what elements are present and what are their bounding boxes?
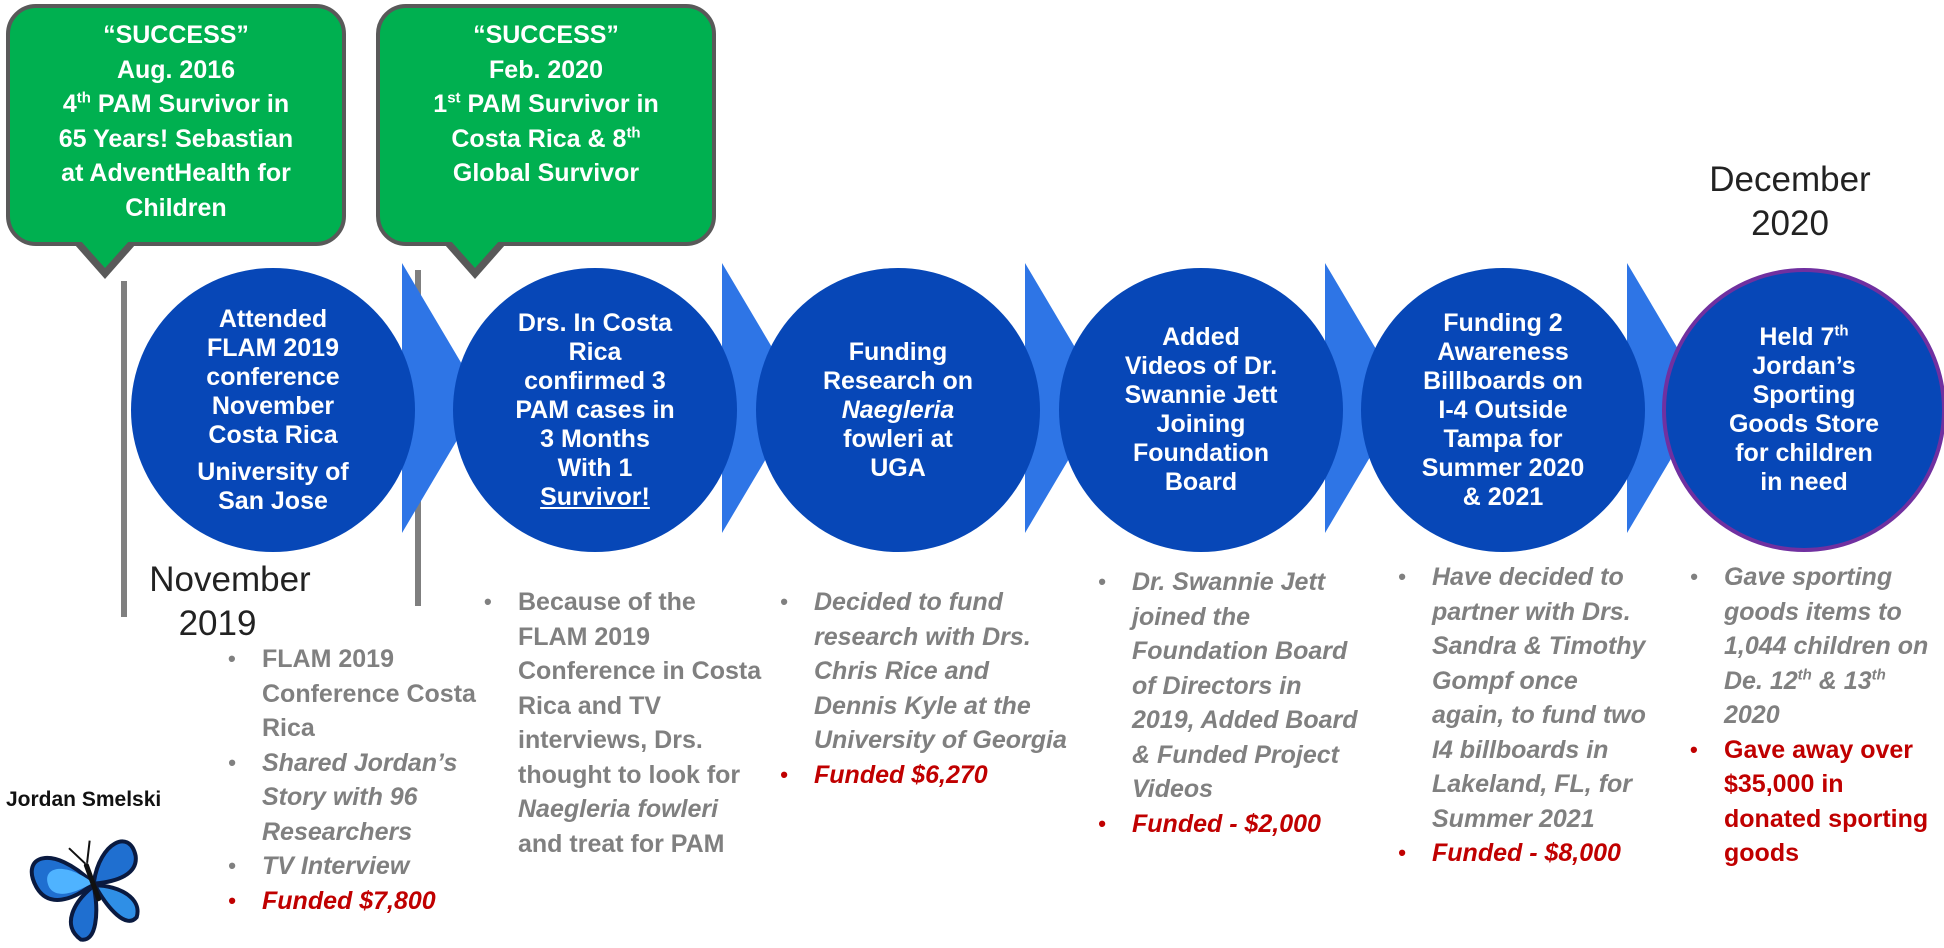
circle-line: Research on [822,366,974,395]
circle-line: Funding [848,337,948,366]
bullets-costa-rica: Because of the FLAM 2019 Conference in C… [480,585,762,861]
bullet-item: FLAM 2019 Conference Costa Rica [224,642,494,746]
end-date-year: 2020 [1751,204,1829,243]
circle-line: Held 7th [1759,322,1849,351]
callout-line: Costa Rica & 8th [451,124,641,153]
funded-amount: Funded $6,270 [776,758,1076,793]
start-date-year: 2019 [178,604,257,643]
circle-line: Foundation [1132,439,1270,467]
bullet-item: Shared Jordan’s Story with 96 Researcher… [224,746,494,850]
circle-line: Attended [218,304,328,333]
circle-line: conference [206,362,340,391]
circle-line: Swannie Jett [1124,381,1278,409]
circle-line: Drs. In Costa [517,308,673,337]
milestone-circle-uga-research: Funding Research on Naegleria fowleri at… [756,268,1040,552]
circle-line: I-4 Outside [1438,395,1568,424]
callout-line: 1st PAM Survivor in [433,89,659,118]
callout-line: Children [125,193,227,222]
bullet-item: TV Interview [224,849,494,884]
funded-amount: Funded - $8,000 [1394,836,1656,871]
circle-line: Rica [568,337,622,366]
circle-line: University of [197,457,349,486]
bullets-flam-2019: FLAM 2019 Conference Costa Rica Shared J… [224,642,494,918]
circle-line: & 2021 [1462,482,1544,511]
circle-line: for children [1735,439,1873,467]
circle-line: With 1 [557,453,633,482]
milestone-circle-flam-2019: Attended FLAM 2019 conference November C… [131,268,415,552]
bullet-item: Gave sporting goods items to 1,044 child… [1686,560,1940,733]
circle-line: 3 Months [540,424,650,453]
circle-line: Added [1162,323,1240,351]
circle-line: in need [1760,468,1848,496]
success-callout-2016: “SUCCESS” Aug. 2016 4th PAM Survivor in … [6,4,346,246]
milestone-circle-sporting-goods: Held 7th Jordan’s Sporting Goods Store f… [1662,268,1944,552]
circle-line: Jordan’s [1752,352,1856,380]
circle-line: Awareness [1437,337,1569,366]
circle-line: FLAM 2019 [207,333,339,362]
bullets-uga: Decided to fund research with Drs. Chris… [776,585,1076,792]
callout-line: Aug. 2016 [116,55,236,84]
butterfly-icon [29,839,140,942]
circle-line: UGA [870,453,926,482]
callout-line: “SUCCESS” [103,21,249,49]
bullet-item: Have decided to partner with Drs. Sandra… [1394,560,1656,836]
circle-line: Joining [1156,410,1246,438]
milestone-circle-billboards: Funding 2 Awareness Billboards on I-4 Ou… [1361,268,1645,552]
callout-line: Global Survivor [452,159,640,187]
circle-line: Billboards on [1423,366,1583,395]
end-date-label: December 2020 [1690,158,1890,246]
circle-line: PAM cases in [515,395,675,424]
callout-line: “SUCCESS” [473,21,619,49]
bullets-jett: Dr. Swannie Jett joined the Foundation B… [1094,565,1360,841]
callout-line: 4th PAM Survivor in [62,89,290,118]
funded-amount: Funded - $2,000 [1094,807,1360,842]
start-date-label: November 2019 [130,558,330,646]
circle-line: Naegleria [841,395,955,424]
circle-line: November [211,391,335,420]
circle-line: Survivor! [540,482,650,511]
circle-line: Summer 2020 [1421,453,1585,482]
circle-line: confirmed 3 [524,366,666,395]
circle-line: fowleri at [843,424,953,453]
callout-line: at AdventHealth for [61,159,291,187]
circle-line: Videos of Dr. [1124,352,1278,380]
circle-line: Goods Store [1728,410,1879,438]
bullet-item: Dr. Swannie Jett joined the Foundation B… [1094,565,1360,807]
success-callout-2020: “SUCCESS” Feb. 2020 1st PAM Survivor in … [376,4,716,246]
milestone-circle-jett-videos: Added Videos of Dr. Swannie Jett Joining… [1059,268,1343,552]
end-date-month: December [1709,160,1871,199]
bullet-item: Because of the FLAM 2019 Conference in C… [480,585,762,861]
circle-line: San Jose [218,486,328,515]
bullets-billboards: Have decided to partner with Drs. Sandra… [1394,560,1656,871]
callout-line: Feb. 2020 [489,55,603,84]
milestone-circle-costa-rica-cases: Drs. In Costa Rica confirmed 3 PAM cases… [453,268,737,552]
bullets-sporting-goods: Gave sporting goods items to 1,044 child… [1686,560,1940,871]
funded-amount: Gave away over $35,000 in donated sporti… [1686,733,1940,871]
circle-line: Tampa for [1443,424,1563,453]
funded-amount: Funded $7,800 [224,884,494,919]
start-date-month: November [149,560,311,599]
callout-line: 65 Years! Sebastian [58,124,294,153]
circle-line: Sporting [1752,381,1856,409]
circle-line: Costa Rica [208,420,338,449]
timeline-marker-line [121,281,127,617]
circle-line: Board [1164,468,1238,496]
circle-line: Funding 2 [1443,308,1563,337]
bullet-item: Decided to fund research with Drs. Chris… [776,585,1076,758]
logo-name: Jordan Smelski [6,788,162,811]
callout-tail-fill [80,240,130,268]
